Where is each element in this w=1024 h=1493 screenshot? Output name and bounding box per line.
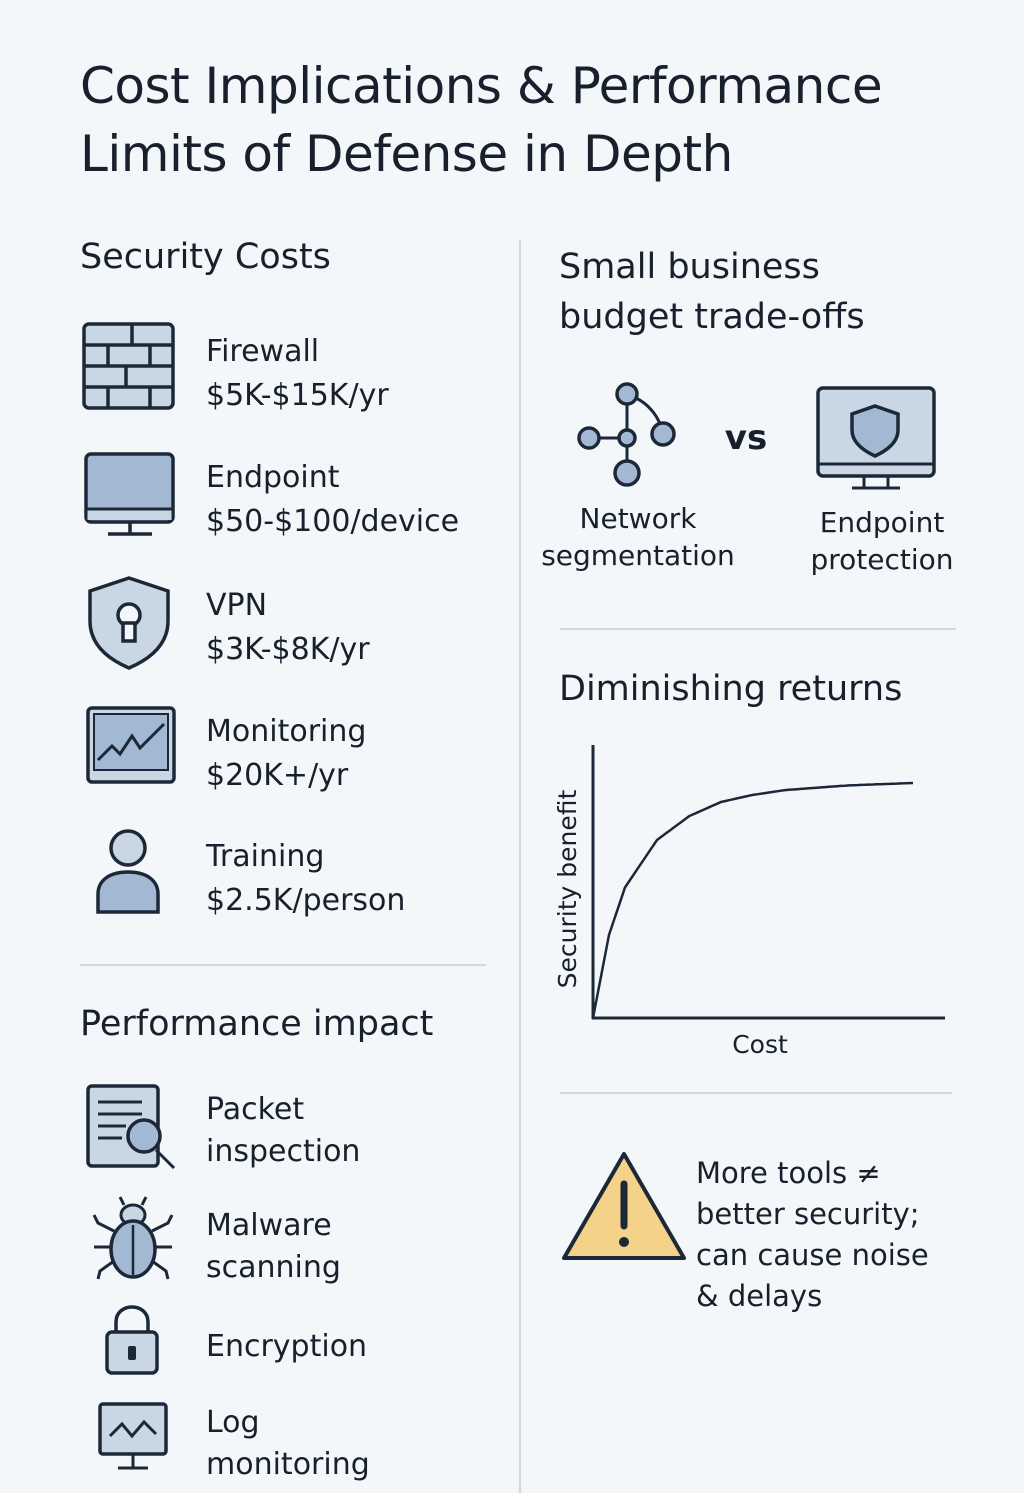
label-line: Network (579, 502, 697, 535)
cost-value: $20K+/yr (206, 758, 349, 793)
section-divider (80, 964, 486, 966)
performance-item-label: Log (206, 1405, 260, 1440)
cost-name: Training (206, 839, 325, 874)
warning-line: & delays (696, 1279, 823, 1313)
label-line: protection (810, 543, 954, 576)
tradeoffs-heading: Small business budget trade-offs (559, 242, 865, 342)
endpoint-protection-icon (816, 386, 936, 490)
warning-text: More tools ≠ better security; can cause … (696, 1153, 929, 1317)
performance-item-label: Encryption (206, 1329, 368, 1364)
chart-title: Diminishing returns (559, 669, 903, 709)
cost-value: $5K-$15K/yr (206, 378, 389, 413)
chart-monitor-icon (86, 706, 176, 784)
heading-line: Small business (559, 247, 820, 287)
warning-line: better security; (696, 1197, 920, 1231)
performance-item-label: scanning (206, 1250, 341, 1285)
cost-name: Firewall (206, 334, 320, 369)
warning-line: can cause noise (696, 1238, 929, 1272)
performance-item-label: inspection (206, 1134, 361, 1169)
vs-label: vs (724, 418, 768, 458)
label-line: Endpoint (819, 506, 945, 539)
bug-icon (92, 1196, 174, 1280)
cost-value: $2.5K/person (206, 883, 406, 918)
security-costs-heading: Security Costs (80, 237, 331, 277)
cost-name: Endpoint (206, 460, 340, 495)
document-search-icon (86, 1084, 176, 1170)
endpoint-protection-label: Endpoint protection (790, 504, 974, 578)
person-icon (96, 829, 160, 914)
performance-item-label: Packet (206, 1092, 305, 1127)
network-segmentation-label: Network segmentation (530, 500, 746, 574)
cost-name: Monitoring (206, 714, 367, 749)
title-line: Cost Implications & Performance (80, 57, 883, 115)
warning-line: More tools ≠ (696, 1156, 881, 1190)
column-divider (519, 240, 521, 1493)
shield-keyhole-icon (88, 576, 170, 670)
performance-heading: Performance impact (80, 1004, 434, 1044)
performance-item-label: monitoring (206, 1447, 370, 1482)
title-line: Limits of Defense in Depth (80, 125, 733, 183)
network-icon (577, 382, 676, 487)
monitor-icon (84, 452, 175, 536)
cost-value: $3K-$8K/yr (206, 632, 370, 667)
section-divider (560, 1092, 952, 1094)
heading-line: budget trade-offs (559, 297, 865, 337)
firewall-icon (82, 322, 175, 410)
monitor-graph-icon (98, 1402, 168, 1470)
y-axis-label: Security benefit (553, 789, 582, 988)
lock-icon (105, 1305, 159, 1375)
performance-item-label: Malware (206, 1208, 332, 1243)
x-axis-label: Cost (732, 1030, 788, 1059)
benefit-curve (591, 781, 914, 1019)
cost-name: VPN (206, 588, 268, 623)
warning-icon (562, 1152, 686, 1260)
cost-value: $50-$100/device (206, 504, 460, 539)
section-divider (560, 628, 956, 630)
diminishing-returns-chart: Security benefit Cost (553, 745, 945, 1059)
label-line: segmentation (541, 539, 735, 572)
